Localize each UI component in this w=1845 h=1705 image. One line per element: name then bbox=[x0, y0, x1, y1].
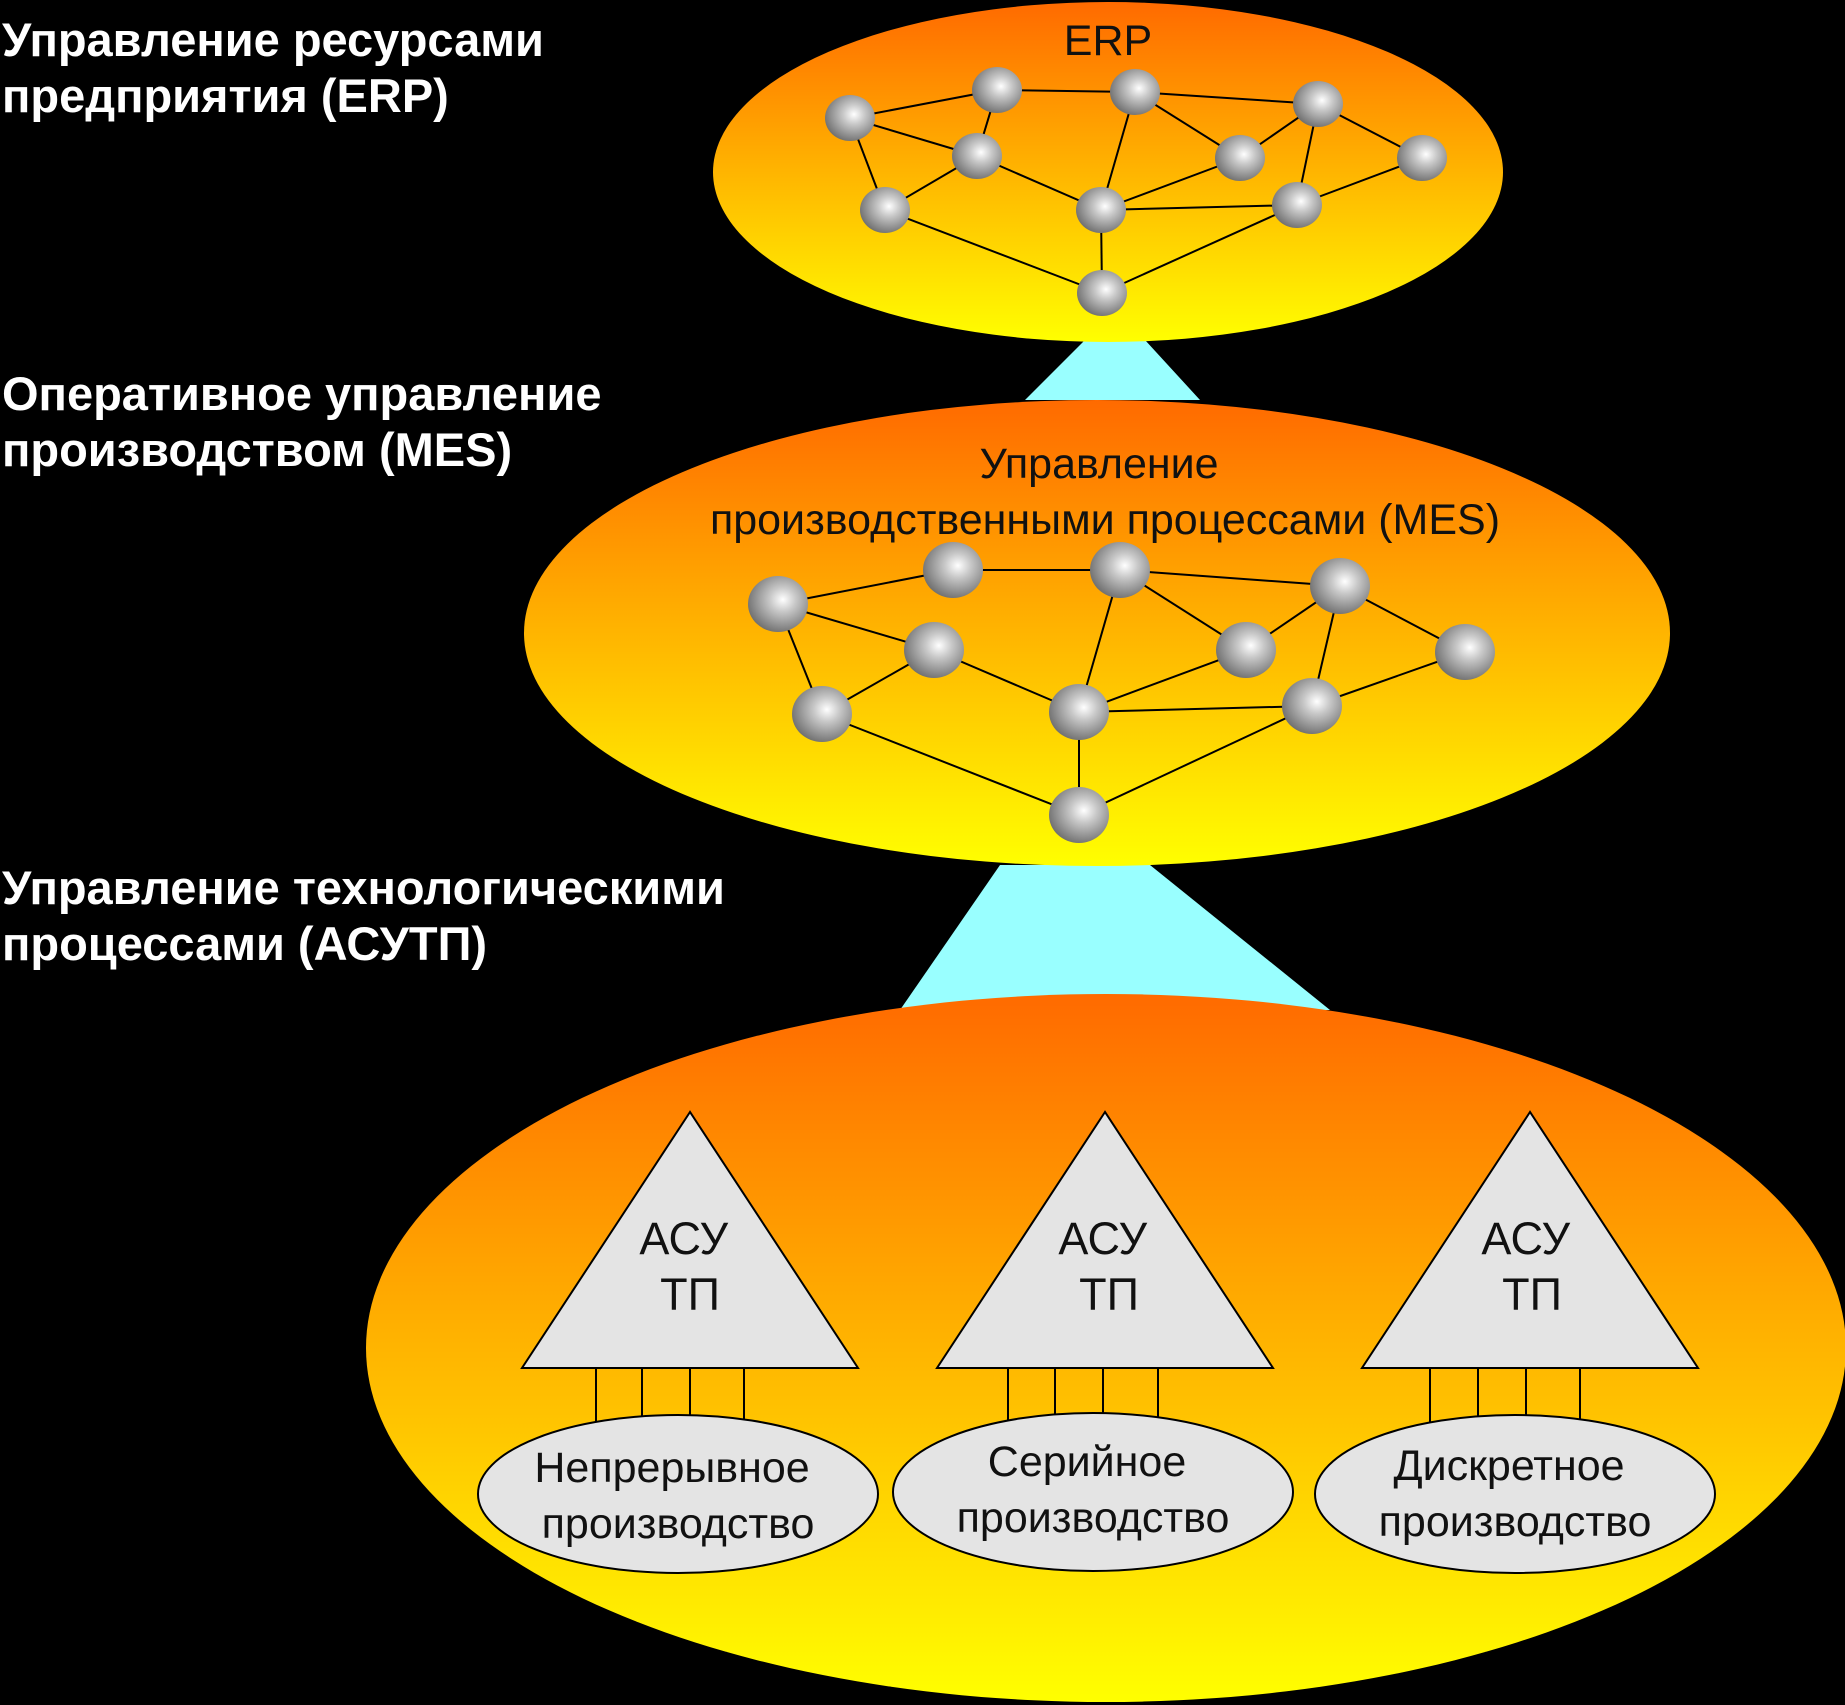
erp-node-3 bbox=[1110, 69, 1160, 115]
asutp-system-serial bbox=[892, 1110, 1294, 1572]
production-label-2-line-2: производство bbox=[957, 1494, 1230, 1542]
erp-level-label: Управление ресурсами предприятия (ERP) bbox=[2, 12, 544, 124]
erp-node-1 bbox=[825, 95, 875, 141]
mes-asutp-connector bbox=[900, 865, 1330, 1010]
asutp-system-continuous bbox=[477, 1110, 879, 1574]
mes-node-4 bbox=[1310, 558, 1370, 614]
erp-network bbox=[825, 67, 1447, 316]
production-ellipse-3 bbox=[1314, 1414, 1716, 1574]
erp-node-6 bbox=[952, 133, 1002, 179]
production-label-3-line-1: Дискретное bbox=[1393, 1442, 1624, 1490]
erp-mes-connector bbox=[1025, 340, 1200, 400]
mes-ellipse bbox=[524, 400, 1670, 866]
production-label-1: Непрерывное производство bbox=[534, 1444, 821, 1548]
erp-link-17 bbox=[884, 209, 1103, 294]
erp-level-label-line-1: Управление ресурсами bbox=[2, 13, 544, 66]
mes-node-6 bbox=[904, 622, 964, 678]
mes-node-5 bbox=[1435, 624, 1495, 680]
asutp-system-discrete bbox=[1314, 1110, 1716, 1574]
mes-link-16 bbox=[821, 713, 1080, 816]
asutp-level-label-line-1: Управление технологическими bbox=[2, 861, 725, 914]
asu-tp-label-3-line-2: ТП bbox=[1502, 1269, 1562, 1320]
erp-link-3 bbox=[1134, 91, 1319, 105]
mes-level-label-line-1: Оперативное управление bbox=[2, 367, 602, 420]
mes-node-8 bbox=[792, 686, 852, 742]
mes-level-label-line-2: производством (MES) bbox=[2, 423, 513, 476]
production-ellipse-1 bbox=[477, 1414, 879, 1574]
mes-title-line-1: Управление bbox=[980, 440, 1219, 488]
mes-node-9 bbox=[1049, 684, 1109, 740]
erp-level-label-line-2: предприятия (ERP) bbox=[2, 69, 449, 122]
asutp-level-label-line-2: процессами (АСУТП) bbox=[2, 917, 488, 970]
asu-tp-label-1-line-1: АСУ bbox=[639, 1213, 728, 1264]
erp-node-8 bbox=[860, 187, 910, 233]
mes-node-7 bbox=[1216, 622, 1276, 678]
mes-node-1 bbox=[748, 576, 808, 632]
production-label-3-line-2: производство bbox=[1379, 1498, 1652, 1546]
mes-node-2 bbox=[923, 542, 983, 598]
erp-node-5 bbox=[1397, 135, 1447, 181]
erp-node-9 bbox=[1076, 187, 1126, 233]
production-label-1-line-2: производство bbox=[542, 1500, 815, 1548]
mes-link-18 bbox=[1078, 705, 1313, 816]
production-label-2: Серийное производство bbox=[957, 1438, 1230, 1542]
erp-node-10 bbox=[1272, 182, 1322, 228]
mes-node-3 bbox=[1090, 542, 1150, 598]
erp-link-1 bbox=[849, 89, 998, 119]
mes-network bbox=[748, 542, 1495, 843]
asu-tp-label-2-line-2: ТП bbox=[1079, 1269, 1139, 1320]
asu-tp-label-1-line-2: ТП bbox=[660, 1269, 720, 1320]
asu-tp-label-1: АСУ ТП bbox=[639, 1213, 740, 1320]
mes-title-line-2: производственными процессами (MES) bbox=[710, 496, 1500, 544]
erp-node-2 bbox=[972, 67, 1022, 113]
mes-node-11 bbox=[1049, 787, 1109, 843]
production-label-3: Дискретное производство bbox=[1379, 1442, 1652, 1546]
mes-link-12 bbox=[1078, 705, 1313, 713]
triangle-3-bus-lines bbox=[1429, 1368, 1581, 1422]
erp-link-12 bbox=[1100, 157, 1241, 211]
mes-link-3 bbox=[1119, 569, 1341, 587]
asu-tp-triangle-2 bbox=[935, 1110, 1275, 1369]
erp-node-7 bbox=[1215, 135, 1265, 181]
asutp-level-label: Управление технологическими процессами (… bbox=[2, 860, 725, 972]
production-label-2-line-1: Серийное bbox=[988, 1438, 1187, 1486]
mes-title: Управление производственными процессами … bbox=[710, 440, 1500, 544]
asu-tp-label-2-line-1: АСУ bbox=[1058, 1213, 1147, 1264]
asu-tp-label-2: АСУ ТП bbox=[1058, 1213, 1159, 1320]
asu-tp-label-3: АСУ ТП bbox=[1481, 1213, 1582, 1320]
production-ellipse-2 bbox=[892, 1412, 1294, 1572]
erp-node-4 bbox=[1293, 81, 1343, 127]
production-label-1-line-1: Непрерывное bbox=[534, 1444, 809, 1492]
erp-title: ERP bbox=[1064, 17, 1152, 65]
asu-tp-label-3-line-1: АСУ bbox=[1481, 1213, 1570, 1264]
erp-link-13 bbox=[1100, 204, 1298, 211]
triangle-1-bus-lines bbox=[595, 1368, 745, 1422]
erp-node-11 bbox=[1077, 270, 1127, 316]
erp-title-line-1: ERP bbox=[1064, 17, 1152, 65]
erp-link-19 bbox=[1101, 204, 1298, 294]
mes-level-label: Оперативное управление производством (ME… bbox=[2, 366, 601, 478]
asu-tp-triangle-3 bbox=[1360, 1110, 1700, 1369]
mes-node-10 bbox=[1282, 678, 1342, 734]
